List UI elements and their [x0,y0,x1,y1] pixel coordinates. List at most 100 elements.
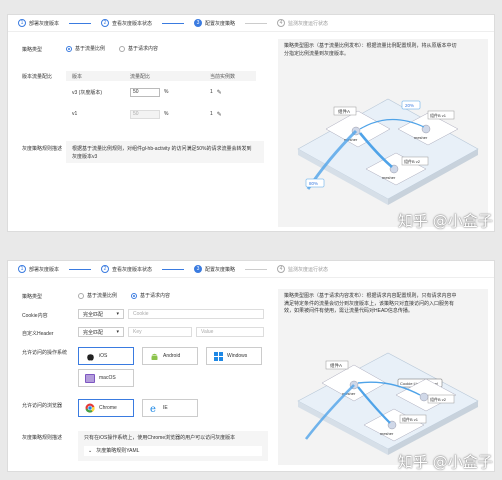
android-icon [149,351,159,361]
policy-diagram: 策略类型图示（基于流量比例发布）：根据流量比例配置规则，将从原版本中切 分指定比… [278,39,488,227]
watermark: 知乎 @小盒子 [398,453,493,471]
th-ratio: 流量配比 [130,73,151,80]
header-value-input[interactable]: Value [196,327,264,337]
os-android[interactable]: Android [142,347,198,365]
edit-icon[interactable]: ✎ [216,111,222,118]
diagram-title: 策略类型图示（基于流量比例发布）：根据流量比例配置规则，将从原版本中切 分指定比… [284,43,484,58]
os-macos[interactable]: macOS [78,369,134,387]
chevron-down-icon: ▾ [116,329,119,335]
radio-dot [66,45,72,52]
macos-icon [85,373,95,383]
yaml-expander[interactable]: ⌄ 灰度策略规则YAML [84,446,262,456]
step-label: 配置灰度策略 [205,266,236,273]
radio-weight[interactable]: 基于流量比例 [66,45,105,52]
browser-chrome[interactable]: Chrome [78,399,134,417]
radio-label: 基于请求内容 [140,293,171,299]
rule-description: 只有在iOS操作系统上，使用Chrome浏览器的用户可以访问灰度版本 ⌄ 灰度策… [78,431,268,461]
select-value: 完全匹配 [83,329,104,336]
step-number: 2 [101,265,110,273]
radio-label: 基于请求内容 [128,46,159,52]
mesher-label: mesher [344,137,358,142]
pct-unit: % [164,111,169,117]
watermark: 知乎 @小盒子 [398,212,493,230]
row-version: v3 (灰度版本) [72,89,103,96]
table-row: v1 50% 1✎ [66,103,256,125]
th-instances: 当前实例数 [210,73,236,80]
header-match-select[interactable]: 完全匹配 ▾ [78,327,124,337]
ratio-input-disabled: 50 [130,109,160,119]
diagram-title-line: 分指定比例流量到灰度版本。 [284,50,350,57]
cookie-row: 完全匹配▾ Cookie [78,309,264,319]
os-ios[interactable]: iOS [78,347,134,365]
table-row: v3 (灰度版本) 50% 1✎ [66,81,256,103]
version-ratio-table: 版本 流量配比 当前实例数 v3 (灰度版本) 50% 1✎ v1 50% 1✎ [66,71,256,125]
ie-icon: e [149,403,159,413]
diagram-title-line: 策略类型图示（基于请求内容发布）：根据请求内容配置规则，只有请求内容中 [284,293,457,299]
browser-ie[interactable]: e IE [142,399,198,417]
chevron-down-icon: ⌄ [88,448,93,454]
os-option-label: macOS [99,375,116,381]
windows-icon [213,351,223,361]
step-number: 1 [18,19,26,27]
step-label: 配置灰度策略 [205,20,236,27]
diagram-title-line: 满足特定条件的流量会切分到灰度版本上，该策略只对直接访问的入口服务有 [284,300,455,307]
radio-dot [119,45,126,52]
step-label: 查看灰度版本状态 [112,20,153,27]
radio-content[interactable]: 基于请求内容 [119,45,158,52]
ratio-input[interactable]: 50 [130,87,160,97]
os-option-label: Windows [227,353,248,359]
cookie-input[interactable]: Cookie [128,309,264,319]
th-version: 版本 [72,73,83,80]
radio-weight[interactable]: 基于流量比例 [78,292,117,299]
os-option-label: Android [163,353,181,359]
step-number: 1 [18,265,26,273]
diagram-title: 策略类型图示（基于请求内容发布）：根据请求内容配置规则，只有请求内容中 满足特定… [284,293,484,316]
os-windows[interactable]: Windows [206,347,262,365]
step-label: 查看灰度版本状态 [112,266,153,273]
component-a-label: 组件A [330,362,342,369]
header-key-input[interactable]: Key [128,327,192,337]
radio-label: 基于流量比例 [87,293,118,299]
mesher-label: mesher [342,391,356,396]
os-label: 允许访问的操作系统 [22,350,68,356]
step-connector [69,268,92,270]
step-number: 4 [277,19,286,27]
edit-icon[interactable]: ✎ [216,89,222,96]
radio-content[interactable]: 基于请求内容 [131,292,170,299]
rule-description: 根据基于流量比例规则，对组件gl-hb-activity 的访问满足50%的请求… [66,141,264,163]
cookie-match-select[interactable]: 完全匹配▾ [78,309,124,319]
rule-desc-line: 灰度版本v3 [72,154,98,160]
browser-option-label: IE [163,405,168,411]
step-number: 3 [194,265,203,273]
radio-label: 基于流量比例 [75,46,106,52]
service-v1-label: 组件B v1 [402,416,419,422]
rule-label: 灰度策略规则描述 [22,435,63,441]
os-option-label: iOS [99,353,108,359]
row-version: v1 [72,111,78,117]
step-label: 部署灰度版本 [29,20,60,27]
cookie-label: Cookie内容 [22,313,48,319]
mesher-label: mesher [380,431,394,436]
service-v1-label: 组件B v1 [430,112,447,118]
service-v2-label: 组件B v2 [430,396,447,402]
policy-type-label: 策略类型 [22,294,43,300]
step-label: 监测灰度运行状态 [288,20,329,27]
apple-icon [85,351,95,361]
step-connector [162,268,185,270]
header-row: 完全匹配 ▾ Key Value [78,327,264,337]
svg-text:e: e [150,404,156,413]
radio-dot [131,292,138,299]
isometric-diagram: 组件A mesher Cookie:User=Internal 组件B v2 m… [297,352,479,455]
select-value: 完全匹配 [83,311,104,318]
